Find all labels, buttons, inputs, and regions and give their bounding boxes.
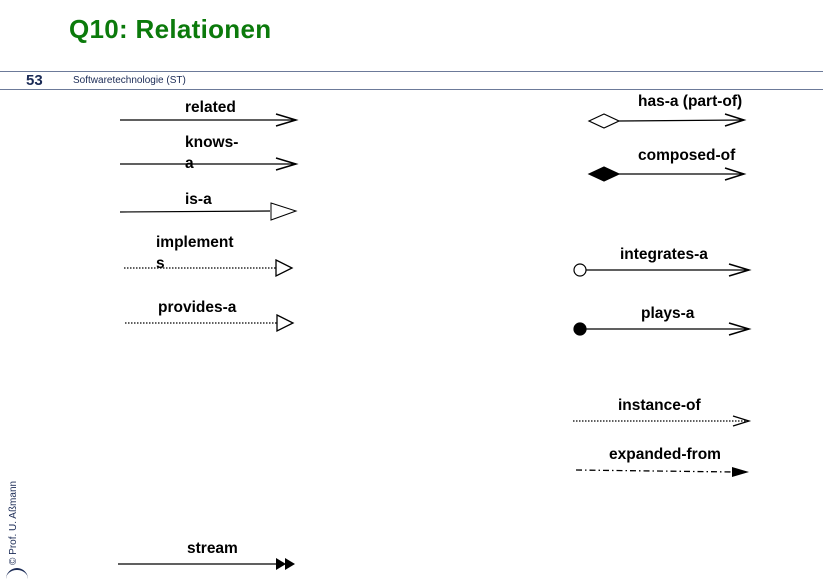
instance-of-arrow xyxy=(573,415,752,427)
integrates-a-arrow xyxy=(573,263,752,277)
expanded-from-arrow xyxy=(575,467,749,477)
logo-icon xyxy=(6,568,28,582)
header-rule-bottom xyxy=(0,89,823,90)
plays-a-arrow xyxy=(573,322,752,336)
label-knows-a: knows-a xyxy=(185,134,239,172)
label-implements: implements xyxy=(156,234,234,272)
slide-title: Q10: Relationen xyxy=(69,14,272,44)
knows-a-arrow xyxy=(120,157,299,171)
label-composed-of: composed-of xyxy=(638,147,736,164)
label-instance-of: instance-of xyxy=(618,397,701,414)
label-integrates-a: integrates-a xyxy=(620,246,708,263)
header-rule-top xyxy=(0,71,823,72)
label-is-a: is-a xyxy=(185,191,212,208)
label-stream: stream xyxy=(187,540,238,557)
label-related: related xyxy=(185,99,236,116)
provides-a-arrow xyxy=(125,313,295,333)
label-expanded-from: expanded-from xyxy=(609,446,721,463)
label-plays-a: plays-a xyxy=(641,305,695,322)
page-number: 53 xyxy=(26,72,43,89)
is-a-arrow xyxy=(119,202,298,221)
implements-arrow xyxy=(124,258,294,278)
course-name: Softwaretechnologie (ST) xyxy=(73,75,186,86)
composed-of-arrow xyxy=(587,166,747,182)
related-arrow xyxy=(120,113,299,127)
stream-arrow xyxy=(118,558,295,570)
label-provides-a: provides-a xyxy=(158,299,237,316)
label-has-a: has-a (part-of) xyxy=(638,93,743,110)
has-a-arrow xyxy=(587,113,747,129)
